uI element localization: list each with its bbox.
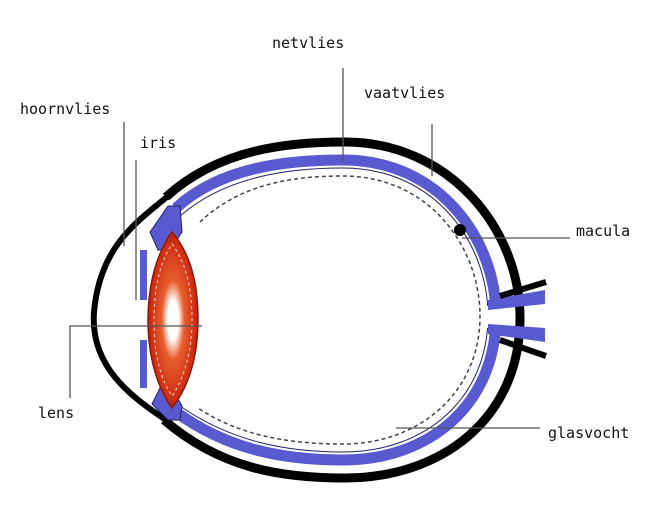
choroid-edge xyxy=(180,168,488,452)
label-hoornvlies: hoornvlies xyxy=(20,100,110,118)
label-vaatvlies: vaatvlies xyxy=(364,84,445,102)
label-glasvocht: glasvocht xyxy=(548,424,629,442)
choroid-layer xyxy=(176,160,496,460)
iris-front-upper xyxy=(140,250,147,300)
retina-line xyxy=(198,176,480,444)
label-netvlies: netvlies xyxy=(272,34,344,52)
label-macula: macula xyxy=(576,222,630,240)
macula-dot xyxy=(454,224,466,236)
optic-nerve-sheath-bottom xyxy=(500,340,546,356)
label-iris: iris xyxy=(140,134,176,152)
iris-front-lower xyxy=(140,340,147,388)
label-lens: lens xyxy=(38,404,74,422)
lens-shape xyxy=(148,232,198,408)
